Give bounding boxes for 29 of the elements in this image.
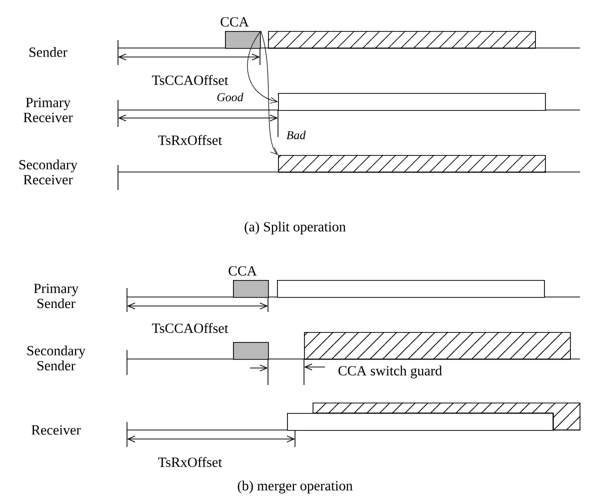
cca-box: CCA: [228, 266, 269, 298]
dimension-label: TsCCAOffset: [152, 323, 228, 333]
dimension-label: TsCCAOffset: [152, 75, 228, 85]
row-label: Sender: [30, 47, 68, 57]
edge-label: Good: [216, 92, 244, 102]
cca-box: [233, 342, 269, 360]
row-label: Primary Receiver: [24, 98, 73, 122]
node-label: CCA: [228, 266, 257, 276]
packet-box: [304, 332, 571, 360]
packet-box: [278, 155, 546, 173]
row-label: Secondary Receiver: [19, 160, 78, 184]
packet-box: [277, 280, 545, 298]
curved-arrow: [260, 30, 278, 155]
note: CCA switch guard: [338, 366, 442, 378]
caption: (b) merger operation: [238, 480, 353, 494]
edge-label: Bad: [285, 130, 307, 140]
node-label: CCA: [220, 17, 249, 27]
packet-box: [268, 31, 536, 49]
row-label: Primary Sender: [34, 284, 78, 308]
dimension-label: TsRxOffset: [158, 456, 222, 467]
curved-arrow: [247, 30, 278, 104]
packet-box: [287, 413, 554, 431]
packet-box: [312, 402, 580, 430]
dimension-label: TsRxOffset: [158, 135, 222, 145]
cca-box: CCA: [220, 17, 261, 49]
caption: (a) Split operation: [244, 222, 346, 234]
row-label: Receiver: [32, 425, 81, 435]
packet-box: [278, 93, 546, 111]
row-label: Secondary Sender: [27, 346, 86, 370]
